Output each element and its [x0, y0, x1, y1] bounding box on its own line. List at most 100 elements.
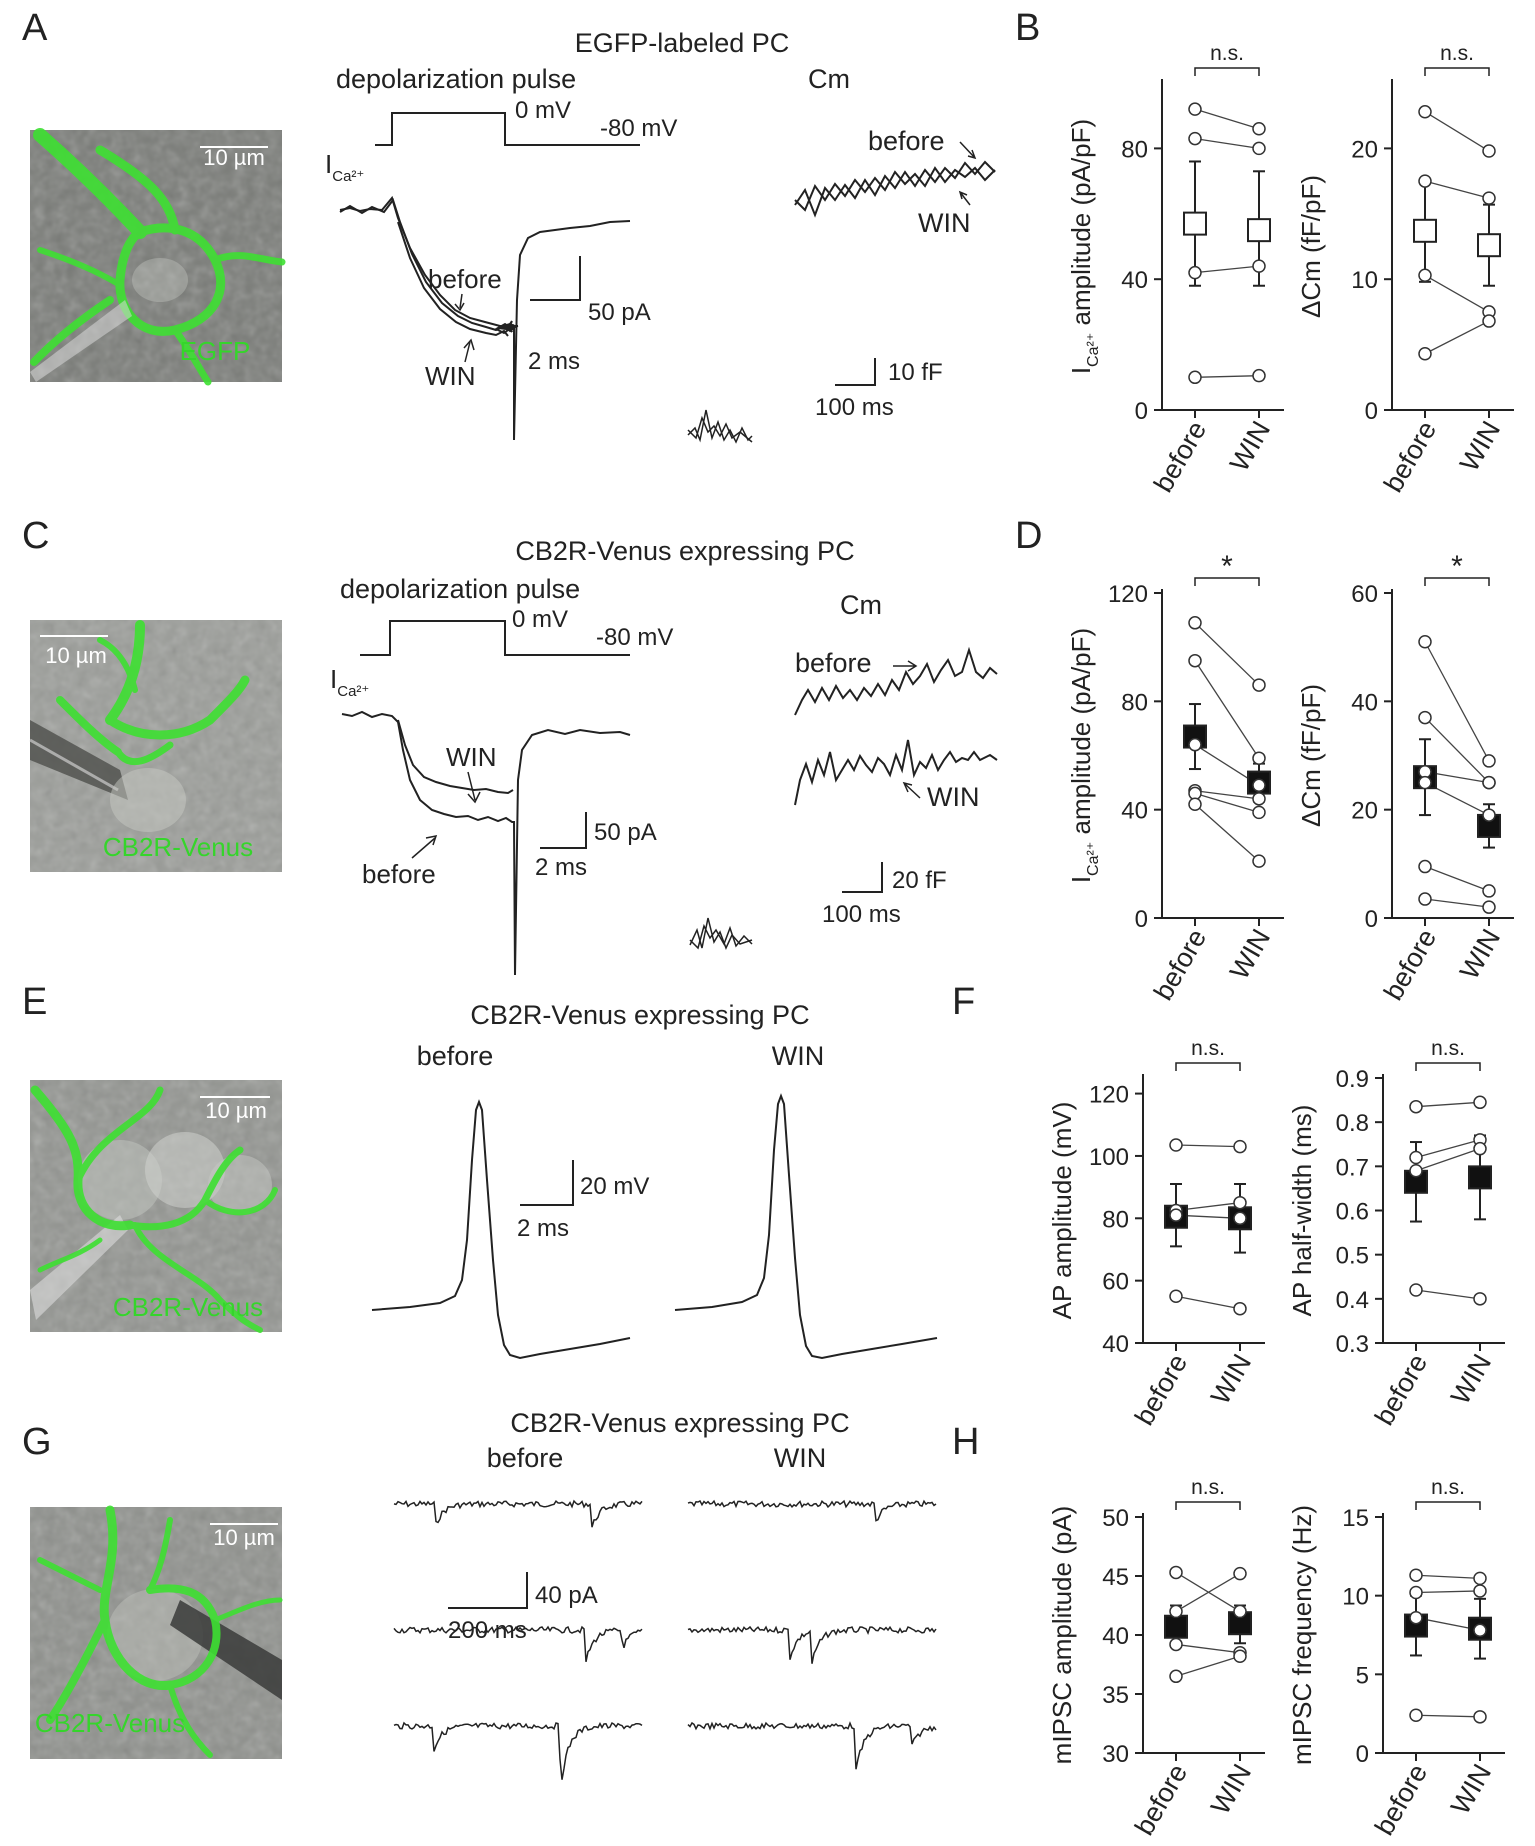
mipsc-sweep-before-3	[393, 1721, 643, 1780]
x-tick-label-before: before	[1148, 924, 1212, 1005]
significance-label: *	[1221, 550, 1233, 583]
panel-g-title: CB2R-Venus expressing PC	[510, 1408, 849, 1438]
x-tick-label-before: before	[1378, 416, 1442, 497]
pair-line	[1415, 1574, 1481, 1580]
cm-scale-y-c: 20 fF	[892, 867, 947, 894]
pulse-title-c: depolarization pulse	[340, 574, 580, 604]
data-point	[1418, 174, 1432, 188]
x-tick-label-before: before	[1369, 1349, 1433, 1430]
pair-line	[1415, 1590, 1481, 1594]
pair-line	[1424, 274, 1490, 313]
cm-scalebar-c	[842, 862, 883, 893]
scale-x-g: 200 ms	[448, 1617, 527, 1644]
data-point	[1482, 191, 1496, 205]
x-tick-label-win: WIN	[1224, 924, 1276, 984]
cm-label-a-win: WIN	[918, 208, 970, 238]
y-tick-label: 20	[1351, 798, 1378, 825]
y-axis-label: ICa²⁺ amplitude (pA/pF)	[1066, 119, 1102, 374]
data-point	[1252, 792, 1266, 806]
data-point	[1409, 1610, 1423, 1625]
pair-line	[1175, 1643, 1241, 1654]
data-point	[1482, 884, 1496, 898]
data-point	[1169, 1208, 1183, 1222]
x-tick-label-before: before	[1378, 924, 1442, 1005]
x-tick-label-win: WIN	[1445, 1349, 1497, 1409]
panel-c-title: CB2R-Venus expressing PC	[515, 536, 854, 566]
panel-e: E CB2R-Venus expressing PC before WIN 10…	[22, 981, 938, 1360]
data-point	[1188, 653, 1202, 668]
data-point	[1409, 1283, 1423, 1297]
y-tick-label: 120	[1108, 581, 1148, 608]
x-tick-label-win: WIN	[1445, 1759, 1497, 1819]
data-point	[1482, 775, 1496, 790]
data-point	[1473, 1292, 1487, 1306]
pair-line	[1194, 660, 1260, 759]
significance-bracket	[1415, 1501, 1481, 1510]
data-point	[1482, 144, 1496, 158]
y-tick-label: 20	[1351, 136, 1378, 163]
significance-label: n.s.	[1431, 1037, 1465, 1060]
y-tick-label: 10	[1342, 1584, 1369, 1611]
y-tick-label: 0	[1365, 906, 1378, 933]
current-label-a: ICa²⁺	[325, 149, 364, 185]
data-point	[1473, 1571, 1487, 1586]
y-axis-label: ΔCm (fF/pF)	[1296, 175, 1326, 318]
y-tick-label: 0	[1365, 398, 1378, 425]
significance-bracket	[1415, 1062, 1481, 1071]
pair-line	[1194, 792, 1260, 813]
cm-title-c: Cm	[840, 590, 882, 620]
pair-line	[1175, 1573, 1241, 1612]
pair-line	[1424, 111, 1490, 152]
cm-label-c-win: WIN	[927, 782, 979, 812]
panel-letter-c: C	[22, 515, 49, 557]
trace-a-before	[339, 195, 519, 330]
data-point	[1188, 797, 1202, 811]
y-tick-label: 45	[1102, 1564, 1129, 1591]
x-tick-label-before: before	[1129, 1759, 1193, 1840]
mean-marker	[1477, 233, 1501, 258]
data-point	[1418, 710, 1432, 725]
ap-trace-before	[371, 1099, 631, 1360]
scalebar-a	[530, 256, 581, 301]
data-point	[1409, 1099, 1423, 1114]
panel-a-title: EGFP-labeled PC	[575, 28, 790, 58]
data-point	[1169, 1669, 1183, 1684]
significance-bracket	[1424, 67, 1490, 76]
data-point	[1418, 635, 1432, 649]
scalebar-g	[448, 1572, 528, 1609]
panel-c: C CB2R-Venus expressing PC 10 µm CB2R-Ve…	[22, 515, 998, 976]
image-label-c: CB2R-Venus	[103, 832, 253, 862]
data-point	[1252, 141, 1266, 156]
pulse-80mv-a: -80 mV	[600, 115, 677, 142]
data-point	[1252, 122, 1266, 136]
pair-line	[1415, 1714, 1481, 1718]
pair-line	[1415, 1139, 1481, 1159]
y-tick-label: 35	[1102, 1682, 1129, 1709]
y-tick-label: 50	[1102, 1505, 1129, 1532]
mean-marker	[1468, 1165, 1492, 1190]
inset-trace-c	[689, 917, 753, 950]
significance-label: n.s.	[1191, 1037, 1225, 1060]
y-tick-label: 120	[1089, 1082, 1129, 1109]
data-point	[1473, 1710, 1487, 1724]
trace-c-before	[341, 710, 631, 976]
significance-bracket	[1194, 67, 1260, 76]
panel-letter-e: E	[22, 981, 47, 1023]
cm-label-a-before: before	[868, 126, 945, 156]
image-label-g: CB2R-Venus	[35, 1708, 185, 1738]
y-tick-label: 0	[1135, 906, 1148, 933]
y-tick-label: 0.3	[1336, 1331, 1369, 1358]
panel-e-win: WIN	[772, 1041, 824, 1071]
data-point	[1418, 105, 1432, 119]
data-point	[1233, 1566, 1247, 1581]
data-point	[1252, 805, 1266, 820]
y-axis-label: mIPSC amplitude (pA)	[1047, 1506, 1077, 1765]
data-point	[1473, 1095, 1487, 1110]
y-tick-label: 80	[1121, 689, 1148, 716]
data-point	[1233, 1604, 1247, 1619]
y-tick-label: 5	[1356, 1662, 1369, 1689]
